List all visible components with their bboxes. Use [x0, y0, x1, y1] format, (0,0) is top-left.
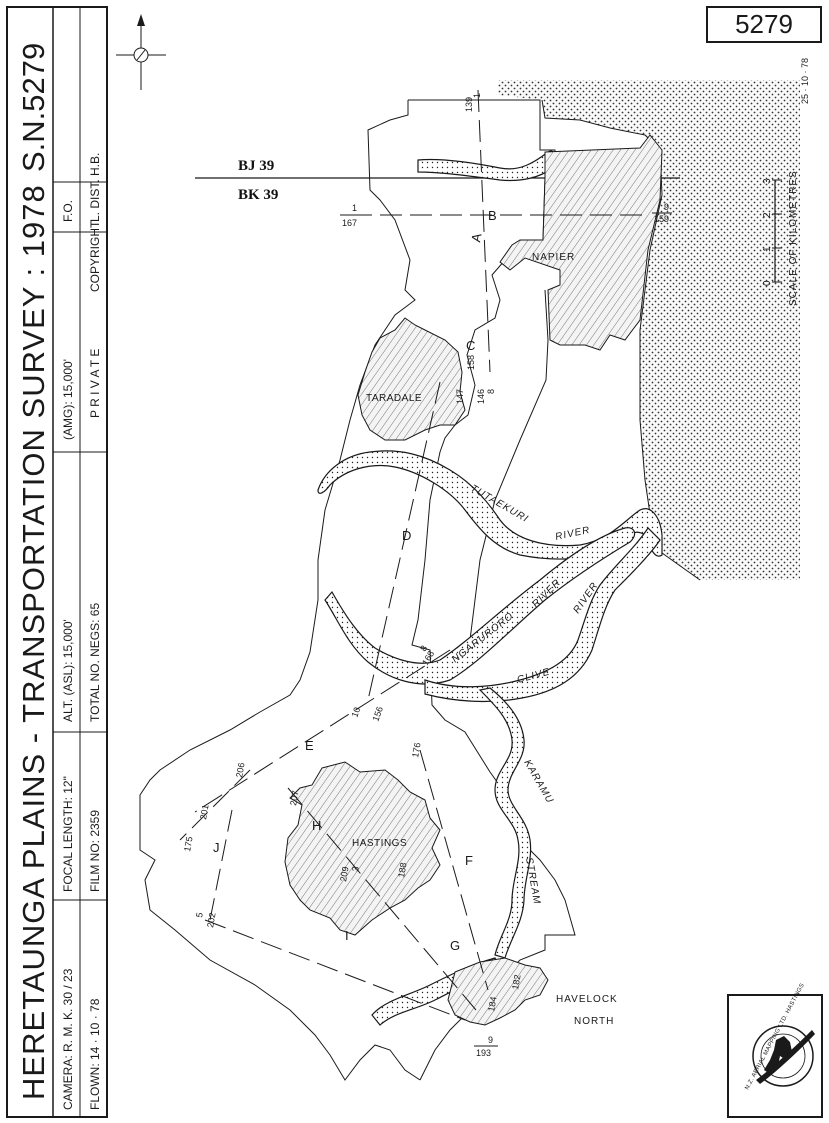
label-tutaekuri-river: RIVER — [554, 525, 591, 543]
photo-label: 206 — [234, 762, 246, 779]
total-negatives: TOTAL NO. NEGS: 65 — [88, 603, 102, 722]
nz-map-icon — [764, 1036, 792, 1074]
river-karamu — [478, 687, 532, 959]
scale-bar: SCALE OF KILOMETRES 0 1 2 3 — [762, 170, 799, 306]
photo-label: 207 — [288, 790, 300, 807]
strip-label-e: E — [305, 738, 314, 753]
photo-label: 156 — [370, 705, 385, 723]
photo-label: 184 — [486, 996, 498, 1013]
town-havelock-north — [447, 957, 549, 1026]
place-hastings: HASTINGS — [352, 838, 407, 849]
north-arrow-icon — [116, 14, 166, 90]
grid-label-bk39: BK 39 — [238, 187, 278, 203]
photo-label: 1 — [472, 93, 482, 98]
copyright-label: COPYRIGHT — [88, 220, 102, 292]
town-hastings — [284, 761, 441, 936]
photo-label: 176 — [410, 742, 422, 759]
flight-strips — [179, 89, 650, 1021]
town-taradale — [357, 317, 466, 441]
district-label: L. DIST. H.B. — [88, 153, 102, 222]
coastline — [541, 99, 701, 581]
river-clive — [424, 527, 661, 703]
strip-label-h: H — [312, 818, 321, 833]
strip-label-i: I — [345, 928, 349, 943]
strip-letters: A B C D E F G H I J — [213, 208, 497, 953]
serial-number: S.N.5279 — [16, 43, 51, 172]
town-napier — [499, 134, 663, 351]
photo-numbers: 1 139 9 159 1 167 158 146 8 147 8 168 10… — [182, 93, 672, 1058]
strip-label-j: J — [213, 840, 220, 855]
strip-label-g: G — [450, 938, 460, 953]
photo-label: 201 — [198, 804, 210, 821]
place-havelock: HAVELOCK — [556, 994, 618, 1005]
strip-label-d: D — [402, 528, 411, 543]
photo-label: 158 — [466, 355, 476, 370]
photo-label: 9 — [488, 1035, 493, 1045]
photo-label: 209 — [338, 866, 350, 883]
company-logo: N.Z. AERIAL MAPPING LTD. HASTINGS — [727, 983, 823, 1118]
strip-label-a: A — [468, 232, 484, 243]
photo-label: 193 — [476, 1048, 491, 1058]
river-tutaekuri — [317, 450, 663, 560]
survey-boundary-west — [139, 100, 421, 1081]
photo-label: 3 — [350, 866, 361, 873]
propeller-icon — [756, 1030, 815, 1084]
river-north — [417, 150, 556, 182]
photo-label: 10 — [349, 706, 362, 719]
flown-date: FLOWN: 14 · 10 · 78 — [88, 998, 102, 1110]
photo-label: 167 — [342, 218, 357, 228]
photo-label: 8 — [486, 389, 496, 394]
river-ngaruroro — [324, 527, 636, 685]
fo-label: F.O. — [61, 200, 75, 222]
sheet-number: 5279 — [735, 9, 793, 39]
photo-label: 1 — [352, 203, 357, 213]
private-label: P R I V A T E — [88, 349, 102, 418]
photo-label: 159 — [654, 214, 669, 224]
altitude-amg: (AMG): 15,000' — [61, 359, 75, 440]
photo-label: 139 — [464, 97, 474, 112]
strip-label-c: C — [466, 338, 475, 353]
label-karamu: KARAMU — [521, 758, 555, 806]
place-taradale: TARADALE — [366, 393, 422, 404]
strip-label-b: B — [488, 208, 497, 223]
scale-tick-0: 0 — [762, 280, 773, 286]
survey-date: 25 · 10 · 78 — [800, 58, 810, 104]
title-block: HERETAUNGA PLAINS - TRANSPORTATION SURVE… — [6, 6, 108, 1118]
photo-label: 9 — [664, 202, 669, 212]
scale-tick-1: 1 — [762, 246, 773, 252]
photo-label: 182 — [510, 974, 522, 991]
photo-label: 202 — [205, 912, 217, 929]
boundary-inner-2 — [454, 289, 549, 661]
focal-length: FOCAL LENGTH: 12" — [61, 776, 75, 892]
photo-label: 146 — [476, 389, 486, 404]
survey-title: HERETAUNGA PLAINS - TRANSPORTATION SURVE… — [16, 184, 51, 1100]
photo-label: 188 — [396, 862, 408, 879]
photo-label: 175 — [182, 836, 194, 853]
sea-area — [498, 80, 800, 580]
photo-label: 8 — [418, 644, 429, 653]
camera-info: CAMERA: R. M. K. 30 / 23 — [61, 968, 75, 1110]
place-havelock-north: NORTH — [574, 1016, 614, 1027]
film-number: FILM NO: 2359 — [88, 810, 102, 892]
place-napier: NAPIER — [532, 252, 575, 263]
scale-tick-2: 2 — [762, 212, 773, 218]
photo-label: 147 — [455, 389, 465, 404]
sheet-number-box: 5279 — [706, 6, 822, 43]
scale-title: SCALE OF KILOMETRES — [788, 170, 799, 306]
scale-tick-3: 3 — [762, 178, 773, 184]
grid-label-bj39: BJ 39 — [238, 158, 274, 174]
label-ngaruroro: NGARURORO — [450, 610, 516, 665]
strip-label-f: F — [465, 853, 473, 868]
altitude-asl: ALT. (ASL): 15,000' — [61, 619, 75, 722]
photo-label: 5 — [194, 912, 205, 919]
